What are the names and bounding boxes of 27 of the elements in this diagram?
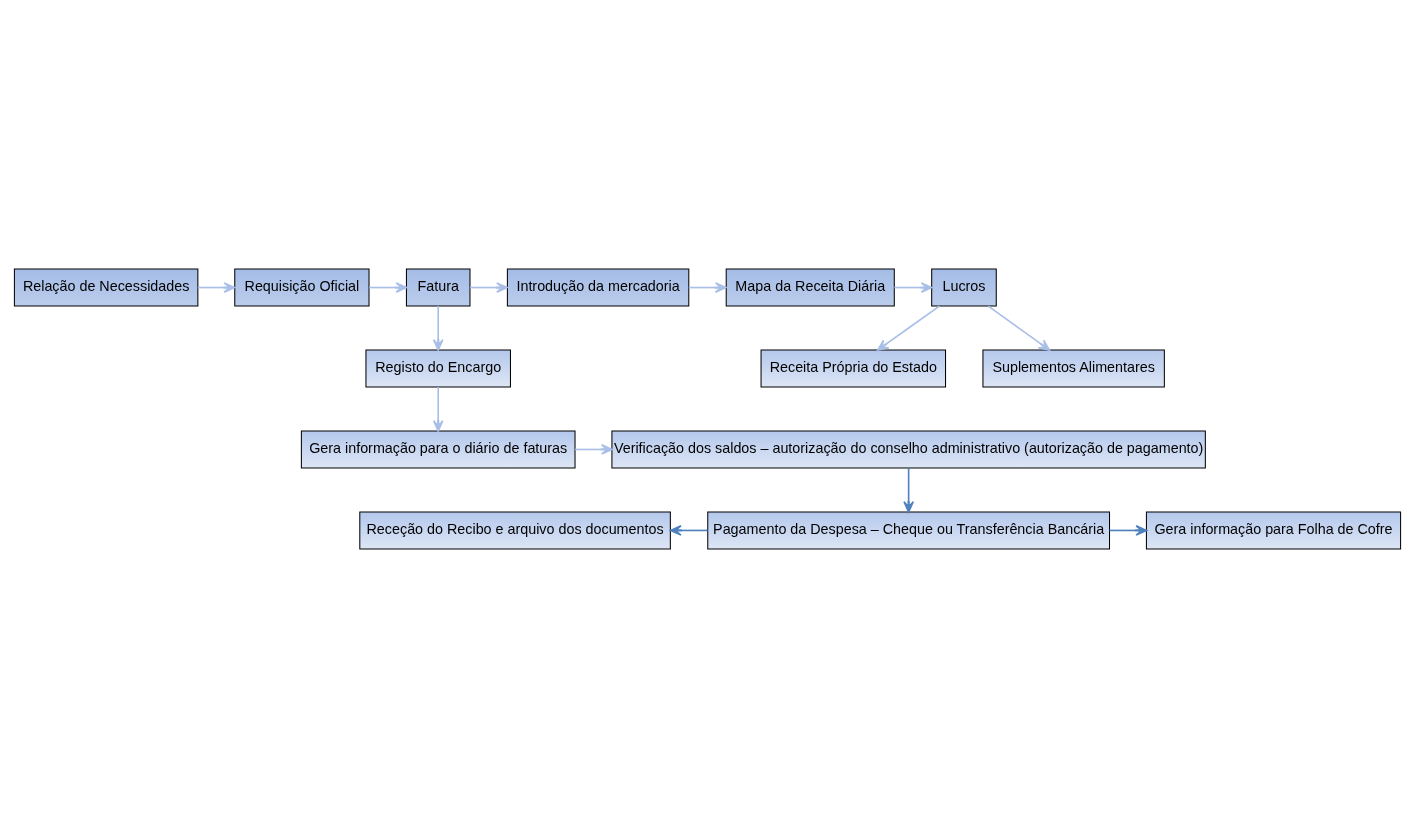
arrow <box>893 282 933 293</box>
arrow <box>432 305 444 351</box>
arrow <box>574 444 613 455</box>
node-box: Registo do Encargo <box>365 349 511 388</box>
arrow <box>1108 525 1148 536</box>
arrow <box>688 282 727 293</box>
node-box: Verificação dos saldos – autorização do conselho administrativo (autorização de pagamento) <box>611 430 1206 469</box>
arrow <box>432 386 444 432</box>
node-box: Fatura <box>405 268 471 307</box>
arrow <box>469 282 508 293</box>
node-box: Gera informação para Folha de Cofre <box>1145 511 1402 550</box>
node-box: Receita Própria do Estado <box>760 349 947 388</box>
node-box: Mapa da Receita Diária <box>725 268 895 307</box>
node-box: Receção do Recibo e arquivo dos documentos <box>359 511 671 550</box>
arrow <box>197 282 236 293</box>
arrow <box>987 305 1051 351</box>
node-box: Pagamento da Despesa – Cheque ou Transferência Bancária <box>707 511 1111 550</box>
node-box: Lucros <box>931 268 997 307</box>
node-box: Requisição Oficial <box>234 268 370 307</box>
arrow <box>368 282 408 293</box>
node-box: Introdução da mercadoria <box>506 268 690 307</box>
arrow <box>876 305 941 351</box>
node-box: Suplementos Alimentares <box>982 349 1165 388</box>
node-box: Gera informação para o diário de faturas <box>300 430 576 469</box>
arrow <box>903 467 915 513</box>
arrow <box>669 525 709 536</box>
node-box: Relação de Necessidades <box>13 268 199 307</box>
